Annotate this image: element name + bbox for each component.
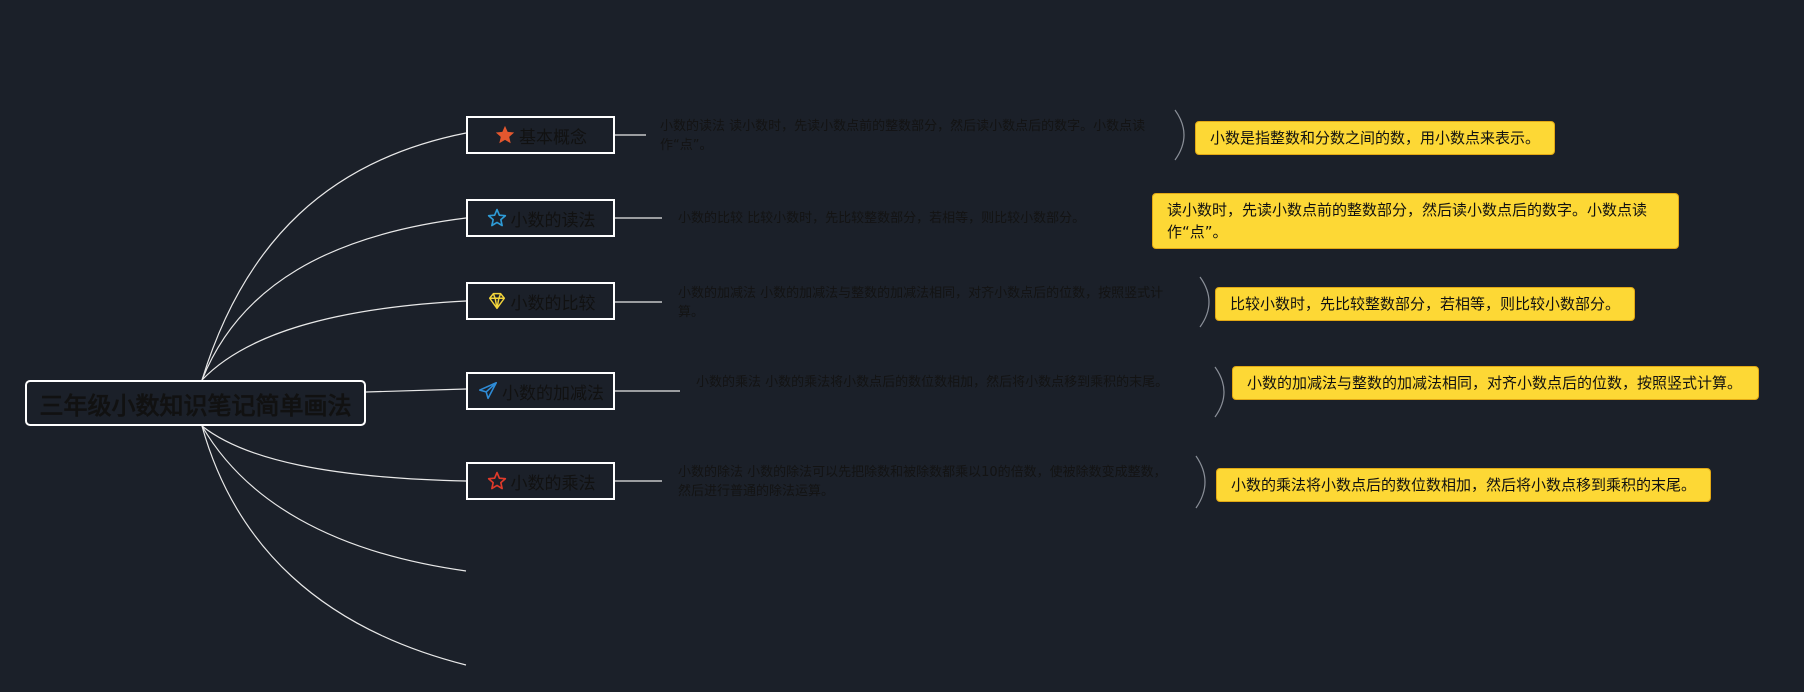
topic-node-basic-concept[interactable]: 基本概念 [466,116,615,154]
topic-description: 小数的乘法 小数的乘法将小数点后的数位数相加，然后将小数点移到乘积的末尾。 [696,375,1169,390]
topic-description: 小数的除法 小数的除法可以先把除数和被除数都乘以10的倍数，使被除数变成整数，然… [678,465,1167,499]
topic-label: 小数的读法 [510,210,596,231]
root-node[interactable]: 三年级小数知识笔记简单画法 [25,380,366,426]
branch-line-empty-1 [201,425,467,572]
outline-star-icon [486,470,508,492]
branch-line-empty-2 [201,425,467,666]
note-bracket-4 [1214,366,1225,418]
note-bracket-1 [1174,109,1185,161]
note-card: 小数的加减法与整数的加减法相同，对齐小数点后的位数，按照竖式计算。 [1232,366,1759,400]
outline-star-icon [486,207,508,229]
diamond-icon [486,290,508,312]
paper-plane-icon [477,380,499,402]
filled-star-icon [494,124,516,146]
topic-label: 基本概念 [519,127,587,148]
branch-line-comparing [201,300,467,381]
note-card: 比较小数时，先比较整数部分，若相等，则比较小数部分。 [1215,287,1636,321]
topic-node-comparing[interactable]: 小数的比较 [466,282,615,320]
topic-description: 小数的加减法 小数的加减法与整数的加减法相同，对齐小数点后的位数，按照竖式计算。 [678,286,1164,320]
note-card: 小数的乘法将小数点后的数位数相加，然后将小数点移到乘积的末尾。 [1216,468,1712,502]
branch-line-basic-concept [201,132,467,381]
branch-line-reading [201,217,467,381]
topic-label: 小数的乘法 [510,473,596,494]
topic-node-reading[interactable]: 小数的读法 [466,199,615,237]
topic-node-multiply[interactable]: 小数的乘法 [466,462,615,500]
note-bracket-3 [1199,276,1210,328]
branch-line-multiply [201,425,467,482]
branch-line-add-subtract [365,388,467,393]
topic-description: 小数的读法 读小数时，先读小数点前的整数部分，然后读小数点后的数字。小数点读作“… [660,119,1146,153]
topic-label: 小数的加减法 [502,383,604,404]
root-label: 三年级小数知识笔记简单画法 [39,391,352,420]
topic-description: 小数的比较 比较小数时，先比较整数部分，若相等，则比较小数部分。 [678,211,1086,226]
topic-label: 小数的比较 [510,293,596,314]
topic-node-add-subtract[interactable]: 小数的加减法 [466,372,615,410]
note-card: 读小数时，先读小数点前的整数部分，然后读小数点后的数字。小数点读作“点”。 [1152,193,1679,249]
note-bracket-5 [1195,455,1206,509]
note-card: 小数是指整数和分数之间的数，用小数点来表示。 [1195,121,1556,155]
